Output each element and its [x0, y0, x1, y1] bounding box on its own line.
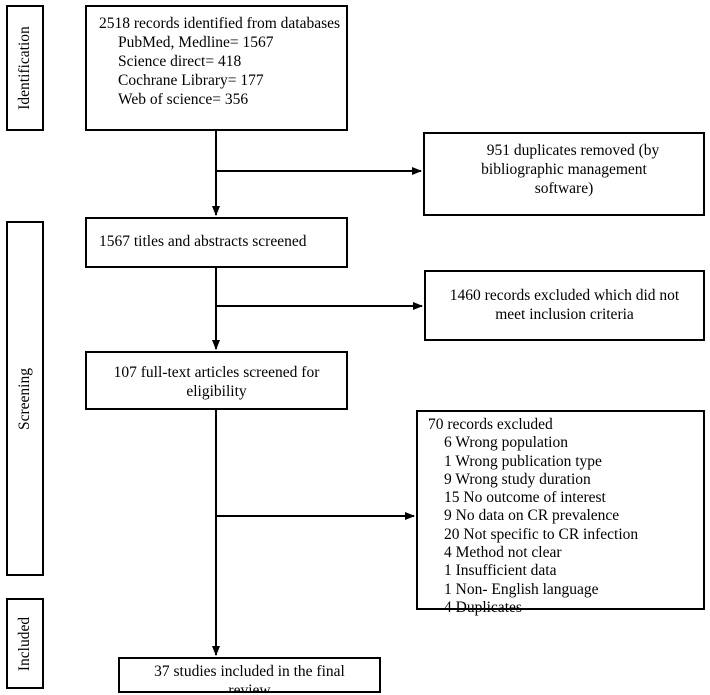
exclusion-reason: 1 Non- English language [444, 580, 599, 598]
duplicates-line-2: bibliographic management [481, 161, 647, 178]
phase-identification: Identification [6, 5, 44, 131]
fulltext-line-2: eligibility [186, 383, 247, 400]
exclusion-reason: 1 Wrong publication type [444, 452, 602, 470]
source-science-direct: Science direct= 418 [118, 53, 242, 70]
exclusion-reason: 15 No outcome of interest [444, 489, 606, 507]
exclusion-reason: 1 Insufficient data [444, 562, 557, 580]
phase-included: Included [6, 598, 44, 689]
exclusion-reason: 9 No data on CR prevalence [444, 507, 620, 525]
duplicates-line-1: 951 duplicates removed (by [486, 142, 660, 159]
included-line-1: 37 studies included in the final [154, 663, 345, 680]
exclusion-reason: 4 Duplicates [444, 598, 522, 616]
phase-screening: Screening [6, 221, 44, 576]
exclusion-reason: 9 Wrong study duration [444, 470, 591, 488]
fulltext-line-1: 107 full-text articles screened for [113, 364, 320, 381]
fulltext-box: 107 full-text articles screened for elig… [85, 351, 348, 410]
excluded-fulltext-title: 70 records excluded [428, 416, 553, 433]
excluded-screening-box: 1460 records excluded which did not meet… [424, 270, 705, 341]
excluded-fulltext-box: 70 records excluded 6 Wrong population 1… [416, 410, 705, 616]
excluded-screening-line-1: 1460 records excluded which did not [449, 287, 680, 304]
identified-records-box: 2518 records identified from databases P… [85, 5, 348, 131]
identified-title: 2518 records identified from databases [99, 15, 341, 32]
duplicates-removed-box: 951 duplicates removed (by bibliographic… [423, 132, 705, 216]
exclusion-reason: 4 Method not clear [444, 544, 562, 562]
screened-box: 1567 titles and abstracts screened [85, 217, 348, 268]
exclusion-reason: 20 Not specific to CR infection [444, 525, 639, 543]
screened-text: 1567 titles and abstracts screened [99, 233, 307, 250]
source-pubmed: PubMed, Medline= 1567 [118, 34, 274, 51]
source-web-of-science: Web of science= 356 [118, 91, 249, 108]
source-cochrane: Cochrane Library= 177 [118, 72, 264, 89]
included-line-2: review [228, 682, 271, 693]
duplicates-line-3: software) [534, 180, 594, 197]
exclusion-reason: 6 Wrong population [444, 434, 568, 452]
excluded-screening-line-2: meet inclusion criteria [495, 306, 634, 323]
included-box: 37 studies included in the final review [118, 657, 381, 693]
